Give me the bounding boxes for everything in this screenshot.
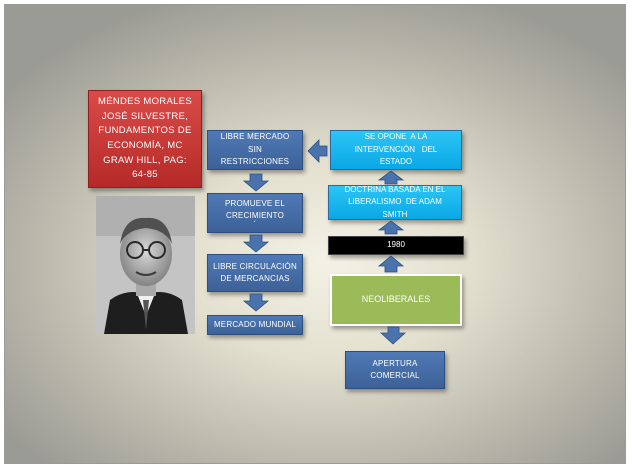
circulation-label: LIBRE CIRCULACIÓN DE MERCANCIAS	[213, 261, 297, 283]
world-market-box: MERCADO MUNDIAL	[207, 315, 303, 335]
down-arrow-3	[242, 293, 270, 312]
circulation-box: LIBRE CIRCULACIÓN DE MERCANCIAS	[207, 254, 303, 292]
doctrine-box: DOCTRINA BASADA EN EL LIBERALISMO DE ADA…	[328, 185, 462, 220]
trade-opening-label: APERTURA COMERCIAL	[370, 358, 420, 380]
up-arrow-3	[377, 255, 405, 273]
state-opposition-box: SE OPONE A LA INTERVENCIÓN DEL ESTADO	[330, 130, 462, 170]
down-arrow-4	[379, 326, 407, 345]
trade-opening-box: APERTURA COMERCIAL	[345, 351, 445, 389]
year-box: 1980	[328, 236, 464, 255]
citation-box: MÉNDES MORALES JOSÉ SILVESTRE, FUNDAMENT…	[88, 90, 202, 188]
free-market-label: LIBRE MERCADO SIN RESTRICCIONES	[220, 132, 290, 167]
up-arrow-2	[377, 220, 405, 235]
free-market-box: LIBRE MERCADO SIN RESTRICCIONES	[207, 130, 303, 170]
neoliberals-box: NEOLIBERALES	[330, 274, 462, 326]
world-market-label: MERCADO MUNDIAL	[213, 319, 297, 329]
down-arrow-2	[242, 234, 270, 253]
citation-text: MÉNDES MORALES JOSÉ SILVESTRE, FUNDAMENT…	[98, 95, 192, 181]
up-arrow-1	[377, 170, 405, 185]
down-arrow-1	[242, 173, 270, 192]
portrait-image	[96, 196, 195, 334]
growth-mark: ´	[253, 220, 257, 230]
neoliberals-label: NEOLIBERALES	[361, 294, 431, 305]
growth-box: PROMUEVE EL CRECIMIENTO ´	[207, 193, 303, 233]
state-opposition-label: SE OPONE A LA INTERVENCIÓN DEL ESTADO	[354, 132, 440, 167]
year-label: 1980	[387, 240, 405, 250]
portrait-photo	[96, 196, 195, 334]
doctrine-label: DOCTRINA BASADA EN EL LIBERALISMO DE ADA…	[344, 184, 448, 219]
left-arrow	[307, 139, 328, 163]
growth-label: PROMUEVE EL CRECIMIENTO	[225, 198, 285, 220]
